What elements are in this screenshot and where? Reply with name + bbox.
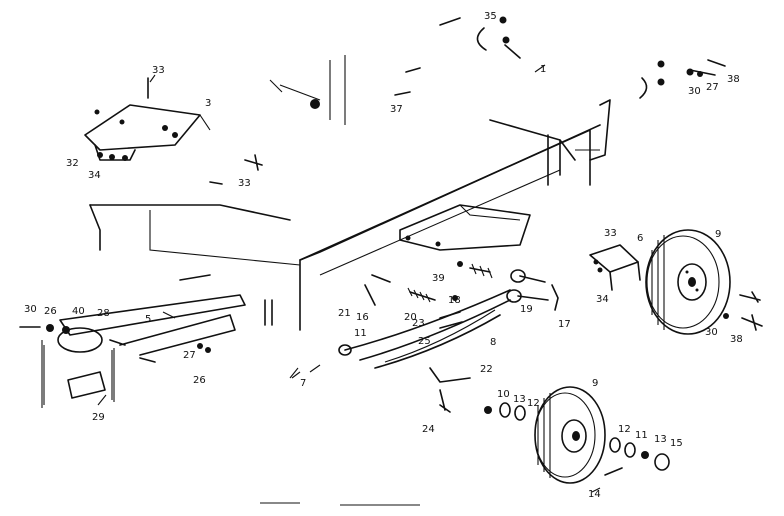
center-plate [399,204,531,251]
part-label: 9 [715,229,721,240]
part-label: 30 [24,304,37,315]
clip-hardware [476,27,487,51]
left-side-panel [89,204,301,266]
part-label: 13 [513,394,526,405]
part-label: 19 [520,304,533,315]
part-label: 34 [596,294,609,305]
wing-bolt [739,291,761,303]
part-label: 26 [193,375,206,386]
leader-lines [97,64,601,493]
part-label: 25 [418,336,431,347]
part-label: 30 [705,327,718,338]
spring-shackles [364,261,559,413]
part-label: 8 [490,337,496,348]
rear-bracket [547,99,611,186]
hub-hardware-lower [484,402,670,476]
nut-hardware [657,78,665,86]
part-label: 30 [688,86,701,97]
part-label: 38 [730,334,743,345]
part-label: 6 [637,233,643,244]
part-label: 15 [670,438,683,449]
part-label: 27 [183,350,196,361]
part-label: 33 [152,65,165,76]
nut-hardware [310,99,320,109]
part-label: 28 [97,308,110,319]
part-label: 5 [145,314,151,325]
tongue-assembly [19,274,273,408]
washer-hardware [686,68,694,76]
bolt-hardware [394,67,421,96]
part-label: 10 [497,389,510,400]
part-label: 39 [432,273,445,284]
main-frame [279,55,601,331]
wheel-right-upper [645,229,731,335]
part-label: 38 [727,74,740,85]
washer-hardware [697,71,703,77]
washer-hardware [723,313,729,319]
part-label: 37 [390,104,403,115]
top-left-bracket [84,77,263,185]
part-label: 12 [618,424,631,435]
part-label: 20 [404,312,417,323]
clip-hardware [639,77,648,99]
leaf-spring [338,289,511,369]
part-label: 14 [588,489,601,500]
part-label: 23 [412,318,425,329]
part-label: 35 [484,11,497,22]
wheel-lower [534,386,606,484]
axle-bracket [589,244,641,291]
part-label: 21 [338,308,351,319]
part-label: 11 [635,430,648,441]
bolt-hardware [504,44,521,59]
part-label: 22 [480,364,493,375]
baseline-marks [260,502,420,506]
part-label: 33 [604,228,617,239]
part-label: 1 [540,64,546,75]
part-label: 7 [300,378,306,389]
wing-bolt [689,59,726,76]
part-label: 27 [706,82,719,93]
part-label: 18 [448,295,461,306]
nut-hardware [499,16,507,24]
part-label: 3 [205,98,211,109]
part-label: 24 [422,424,435,435]
nut-hardware [502,36,510,44]
part-label: 32 [66,158,79,169]
part-label: 16 [356,312,369,323]
part-label: 17 [558,319,571,330]
part-label: 33 [238,178,251,189]
wing-bolt [741,314,763,331]
part-label: 12 [527,398,540,409]
part-label: 11 [354,328,367,339]
part-label: 40 [72,306,85,317]
part-label: 9 [592,378,598,389]
part-label: 26 [44,306,57,317]
part-label: 34 [88,170,101,181]
nut-hardware [657,60,665,68]
part-label: 13 [654,434,667,445]
part-label: 29 [92,412,105,423]
pin-hardware [439,17,461,26]
